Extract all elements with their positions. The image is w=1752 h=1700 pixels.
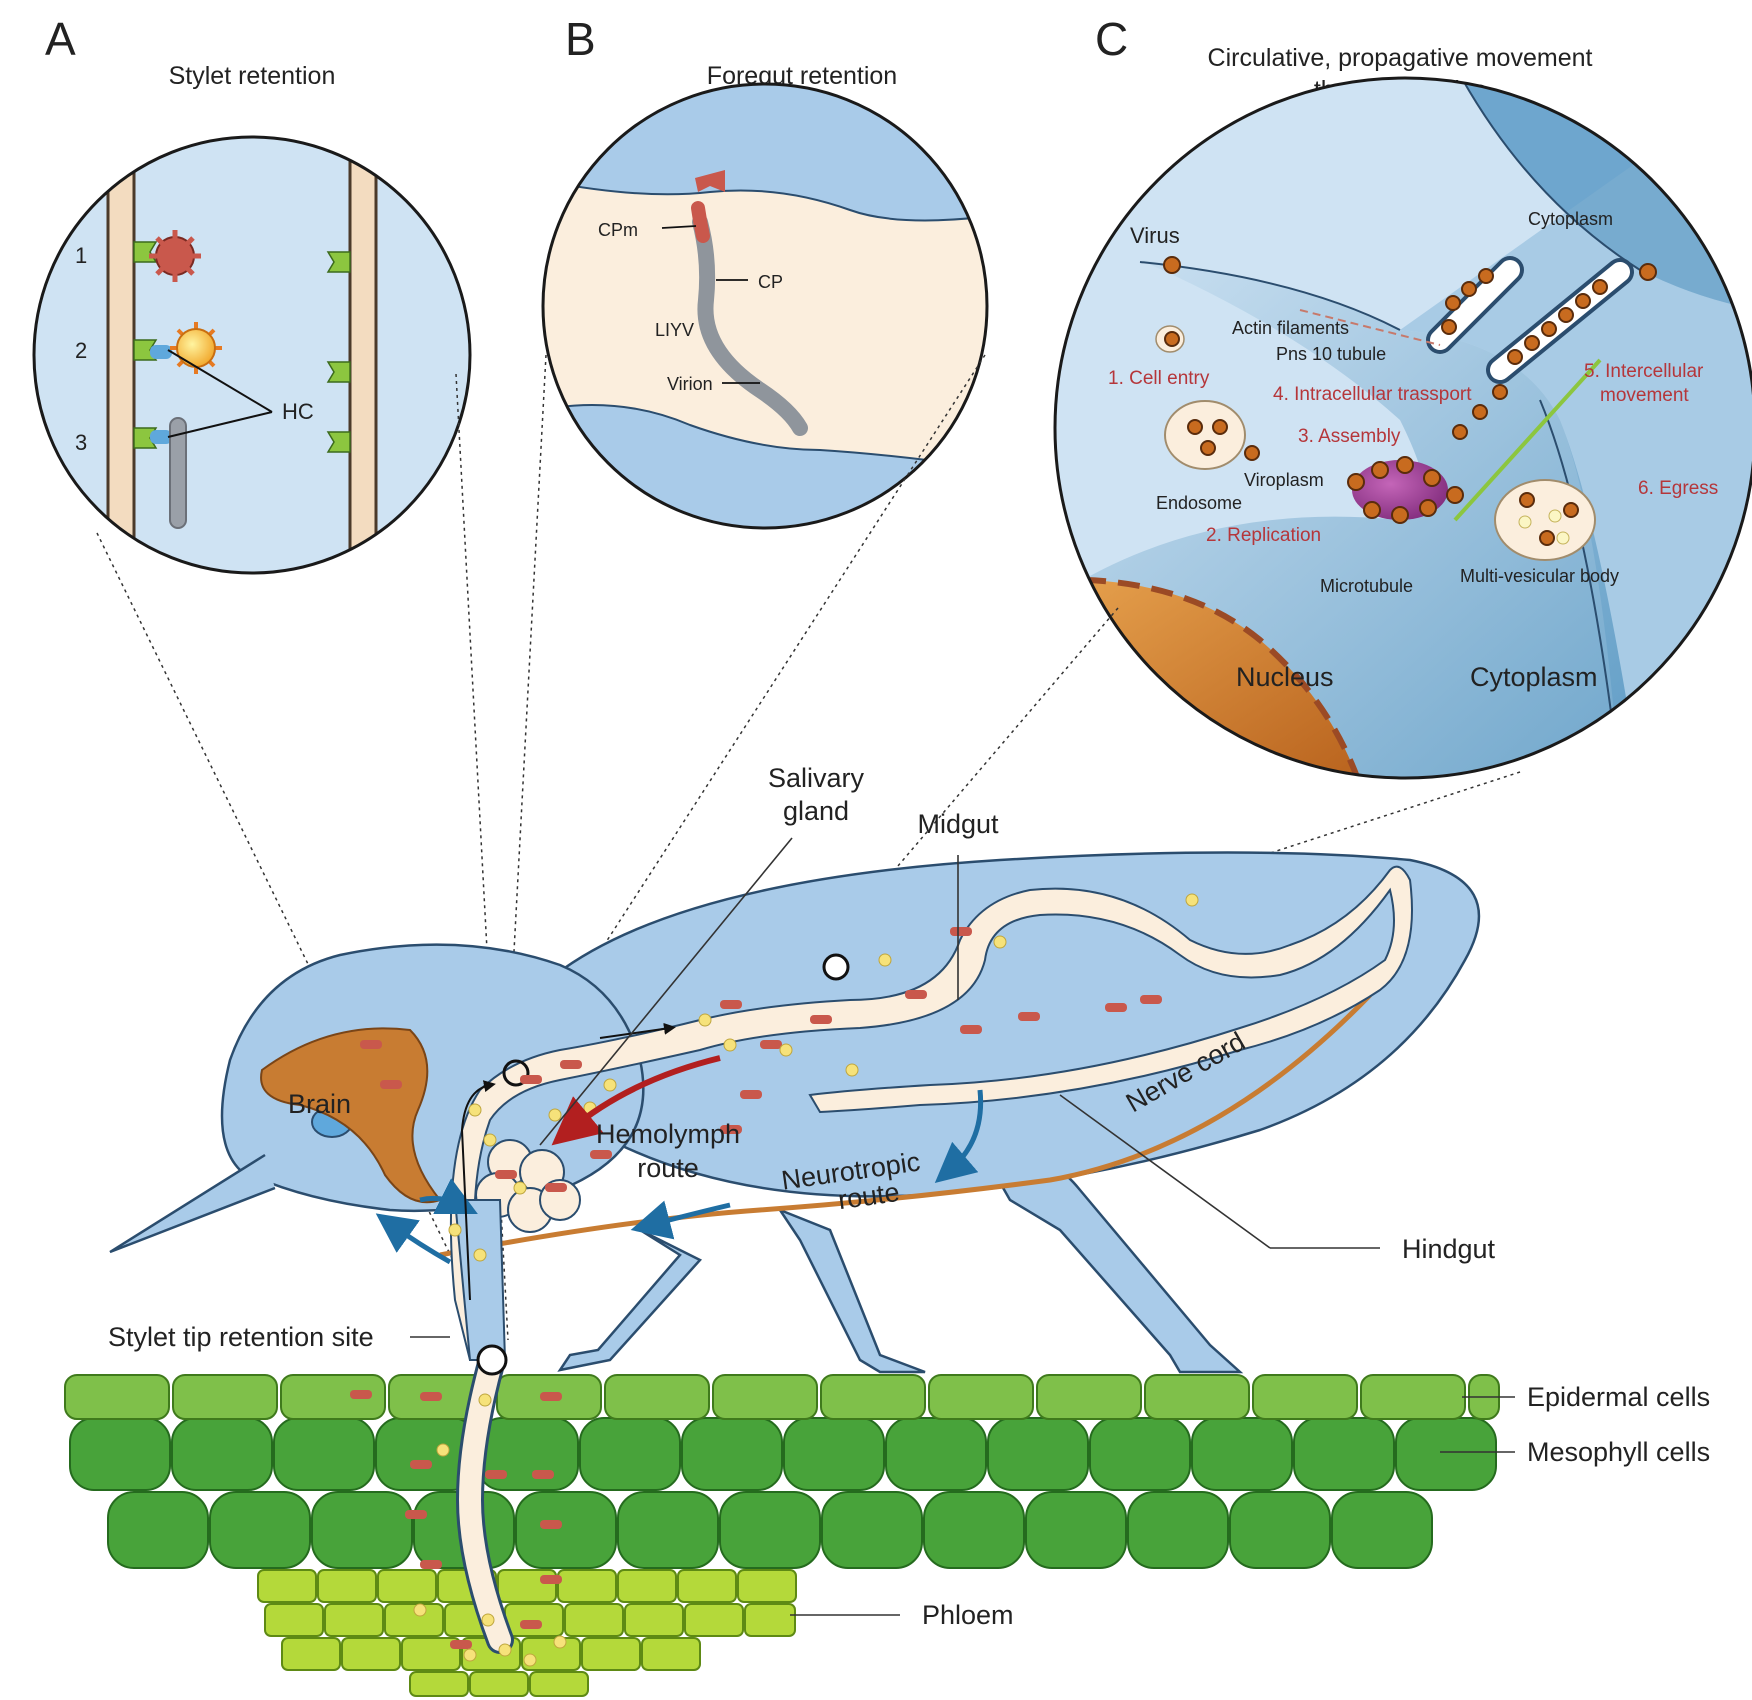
row-label-3: 3	[75, 430, 87, 455]
tubule-movement-circle	[1055, 78, 1752, 778]
midgut-label: Midgut	[917, 809, 999, 839]
epidermal-cells-label: Epidermal cells	[1527, 1382, 1710, 1412]
neurotropic-arrow-down	[934, 1089, 984, 1184]
row-label-2: 2	[75, 338, 87, 363]
panel-a-title: Stylet retention	[169, 62, 336, 90]
insect-head-thorax	[220, 943, 645, 1213]
panel-c-title-line1: Circulative, propagative movement	[1208, 44, 1593, 72]
endosome-label: Endosome	[1156, 493, 1242, 513]
virion-spiky-red-icon	[149, 230, 201, 282]
virus-label: Virus	[1130, 223, 1180, 248]
step-5-label-line1: 5. Intercellular	[1584, 361, 1704, 382]
brain-label: Brain	[288, 1089, 351, 1119]
hc-label: HC	[282, 399, 314, 424]
endosome-icon	[1164, 400, 1246, 470]
nucleus-label: Nucleus	[1236, 662, 1334, 692]
panel-a: A Stylet retention	[32, 13, 472, 575]
cpm-label: CPm	[598, 220, 638, 240]
panel-c-letter: C	[1095, 13, 1128, 65]
cpm-segment-icon	[691, 201, 710, 243]
phloem-label: Phloem	[922, 1600, 1014, 1630]
virion-spiky-yellow-icon	[170, 322, 222, 374]
mvb-icon	[1494, 479, 1596, 561]
liyv-label: LIYV	[655, 320, 694, 340]
cytoplasm-top-label: Cytoplasm	[1528, 209, 1613, 229]
pns10-tubule-label: Pns 10 tubule	[1276, 344, 1386, 364]
hemolymph-label-line1: Hemolymph	[596, 1119, 740, 1149]
step-3-label: 3. Assembly	[1298, 426, 1401, 447]
brain-exit-arrow	[375, 1213, 452, 1265]
cytoplasm-bottom-label: Cytoplasm	[1470, 662, 1598, 692]
brain-to-gland-arrow	[419, 1178, 478, 1214]
step-1-label: 1. Cell entry	[1108, 368, 1210, 389]
microtubule-label: Microtubule	[1320, 576, 1413, 596]
hc-protein-icon	[150, 345, 172, 359]
leader-lines	[410, 837, 1515, 1616]
panel-c: C Circulative, propagative movement thro…	[1053, 13, 1752, 780]
mesophyll-cells-label: Mesophyll cells	[1527, 1437, 1710, 1467]
receptor-icon	[133, 241, 351, 453]
insect-antenna	[109, 1153, 276, 1254]
insect-virions	[360, 893, 1199, 1262]
hindgut-label: Hindgut	[1402, 1234, 1496, 1264]
route-arrows	[375, 1022, 984, 1301]
panel-b: B Foregut retention CPm CP LIYV Virion	[541, 13, 989, 530]
gut-tract	[449, 865, 1413, 1361]
insect-body	[109, 837, 1515, 1616]
stylet-retention-circle: HC	[34, 137, 470, 573]
liyv-virion-icon	[692, 214, 808, 436]
panel-b-letter: B	[565, 13, 596, 65]
brain-shape	[260, 1027, 442, 1204]
nerve-cord-line	[439, 993, 1372, 1258]
insect-wing	[551, 851, 1481, 1198]
cp-label: CP	[758, 272, 783, 292]
plant-tissue	[64, 1346, 1500, 1697]
epidermal-layer	[64, 1374, 1500, 1420]
salivary-gland-label-line2: gland	[783, 796, 849, 826]
phloem-layer	[257, 1569, 797, 1697]
stylet-tip-marker	[476, 1344, 508, 1376]
mesophyll-layer	[69, 1417, 1497, 1569]
receptor-icon	[695, 170, 725, 192]
plant-virions	[350, 1390, 567, 1667]
actin-filaments-label: Actin filaments	[1232, 318, 1349, 338]
midgut-marker	[822, 953, 850, 981]
step-6-label: 6. Egress	[1638, 478, 1718, 499]
microtubule-icon	[1453, 358, 1602, 522]
row-label-1: 1	[75, 243, 87, 268]
viroplasm-label: Viroplasm	[1244, 470, 1324, 490]
step-4-label: 4. Intracellular trassport	[1273, 384, 1472, 405]
mvb-label: Multi-vesicular body	[1460, 566, 1619, 586]
virion-hexagon-icons	[1163, 256, 1657, 546]
hemolymph-arrow	[551, 1055, 721, 1146]
step-2-label: 2. Replication	[1206, 525, 1321, 546]
salivary-gland-label-line1: Salivary	[768, 763, 865, 793]
flow-arrow-up	[460, 1080, 496, 1301]
panel-a-letter: A	[45, 13, 76, 65]
hc-protein-icon	[150, 430, 172, 444]
flow-arrow-right	[599, 1022, 676, 1039]
step-5-label-line2: movement	[1600, 385, 1689, 406]
neurotropic-arrow-left	[630, 1200, 731, 1240]
stylet-tip-label: Stylet tip retention site	[108, 1322, 374, 1352]
hemolymph-label-line2: route	[637, 1153, 699, 1183]
virion-label: Virion	[667, 374, 713, 394]
foregut-marker	[502, 1059, 530, 1087]
stylet-shape	[453, 1199, 507, 1361]
filamentous-virion-icon	[169, 417, 187, 529]
